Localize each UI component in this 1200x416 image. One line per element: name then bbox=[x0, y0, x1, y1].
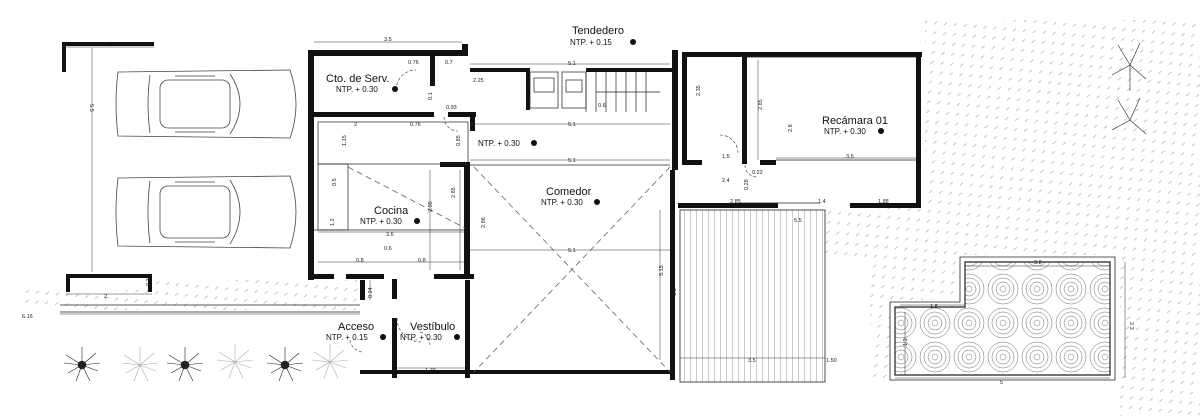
svg-text:5: 5 bbox=[1000, 380, 1003, 386]
svg-text:0.85: 0.85 bbox=[456, 135, 462, 146]
room-label-tendedero: Tendedero bbox=[572, 25, 624, 37]
svg-text:2.4: 2.4 bbox=[722, 178, 730, 184]
level-vestibulo: NTP. + 0.30 bbox=[400, 333, 442, 342]
room-label-recamara: Recámara 01 bbox=[822, 115, 888, 127]
level-marker-icon bbox=[630, 39, 636, 45]
level-cto-serv: NTP. + 0.30 bbox=[336, 85, 378, 94]
shrubs bbox=[63, 42, 1147, 382]
svg-text:3.6: 3.6 bbox=[386, 232, 394, 238]
svg-text:2: 2 bbox=[354, 122, 357, 128]
level-tendedero: NTP. + 0.15 bbox=[570, 38, 612, 47]
level-acceso: NTP. + 0.15 bbox=[326, 333, 368, 342]
svg-text:0.8: 0.8 bbox=[418, 258, 426, 264]
dimension-labels: 2 2 5.5 0.3 6.16 3.5 0.76 0.7 5.1 2.25 0… bbox=[22, 37, 1134, 386]
svg-text:2.35: 2.35 bbox=[696, 85, 702, 96]
level-marker-icon bbox=[878, 128, 884, 134]
room-label-vestibulo: Vestíbulo bbox=[410, 321, 455, 333]
svg-text:1.88: 1.88 bbox=[878, 199, 889, 205]
svg-text:2: 2 bbox=[104, 42, 107, 48]
svg-text:0.6: 0.6 bbox=[384, 246, 392, 252]
svg-text:0.93: 0.93 bbox=[446, 105, 457, 111]
svg-text:3.5: 3.5 bbox=[846, 154, 854, 160]
level-comedor: NTP. + 0.30 bbox=[541, 198, 583, 207]
svg-text:1.1: 1.1 bbox=[672, 288, 678, 296]
svg-text:1.8: 1.8 bbox=[930, 304, 938, 310]
svg-text:0.6: 0.6 bbox=[598, 103, 606, 109]
svg-text:2.85: 2.85 bbox=[730, 199, 741, 205]
svg-text:0.22: 0.22 bbox=[752, 170, 763, 176]
svg-text:1.5: 1.5 bbox=[722, 154, 730, 160]
svg-text:5.5: 5.5 bbox=[88, 104, 94, 112]
level-marker-icon bbox=[454, 334, 460, 340]
car-top bbox=[115, 69, 297, 139]
svg-text:2.90: 2.90 bbox=[428, 201, 434, 212]
door-swings bbox=[349, 69, 758, 353]
wood-deck bbox=[679, 209, 826, 383]
svg-text:0.8: 0.8 bbox=[356, 258, 364, 264]
svg-text:0.5: 0.5 bbox=[332, 178, 338, 186]
level-recamara: NTP. + 0.30 bbox=[824, 127, 866, 136]
dimension-lines bbox=[60, 41, 1126, 379]
svg-text:1.4: 1.4 bbox=[818, 199, 826, 205]
fixtures bbox=[60, 56, 916, 313]
svg-text:0.3: 0.3 bbox=[146, 278, 152, 286]
level-marker-icon bbox=[392, 86, 398, 92]
svg-text:3.5: 3.5 bbox=[384, 37, 392, 43]
level-marker-icon bbox=[380, 334, 386, 340]
svg-text:0.76: 0.76 bbox=[410, 122, 421, 128]
double-height-void bbox=[347, 166, 671, 373]
svg-text:5.1: 5.1 bbox=[568, 158, 576, 164]
garden-planter bbox=[889, 256, 1116, 381]
svg-text:5.15: 5.15 bbox=[659, 265, 665, 276]
svg-text:1.50: 1.50 bbox=[826, 358, 837, 364]
svg-text:0.28: 0.28 bbox=[744, 179, 750, 190]
svg-text:2.8: 2.8 bbox=[788, 124, 794, 132]
room-label-cocina: Cocina bbox=[374, 205, 409, 217]
level-marker-icon bbox=[414, 218, 420, 224]
level-marker-icon bbox=[594, 199, 600, 205]
svg-text:1.3: 1.3 bbox=[903, 338, 909, 346]
room-label-comedor: Comedor bbox=[546, 186, 592, 198]
svg-text:3.2: 3.2 bbox=[1034, 260, 1042, 266]
svg-text:1.15: 1.15 bbox=[342, 135, 348, 146]
svg-text:0.24: 0.24 bbox=[368, 287, 374, 298]
svg-text:5.5: 5.5 bbox=[794, 218, 802, 224]
svg-text:2.85: 2.85 bbox=[758, 99, 764, 110]
room-label-cto-serv: Cto. de Serv. bbox=[326, 73, 389, 85]
svg-text:1.2: 1.2 bbox=[330, 218, 336, 226]
svg-text:0.76: 0.76 bbox=[408, 60, 419, 66]
level-pasillo: NTP. + 0.30 bbox=[478, 139, 520, 148]
svg-text:2.86: 2.86 bbox=[481, 217, 487, 228]
svg-text:2: 2 bbox=[104, 294, 107, 300]
svg-text:5.1: 5.1 bbox=[568, 248, 576, 254]
svg-text:0.1: 0.1 bbox=[428, 92, 434, 100]
svg-text:2.3: 2.3 bbox=[1128, 322, 1134, 330]
room-label-acceso: Acceso bbox=[338, 321, 374, 333]
svg-text:2.85: 2.85 bbox=[451, 187, 457, 198]
svg-text:6.16: 6.16 bbox=[22, 314, 33, 320]
level-cocina: NTP. + 0.30 bbox=[360, 217, 402, 226]
svg-text:0.7: 0.7 bbox=[445, 60, 453, 66]
svg-text:3.5: 3.5 bbox=[748, 358, 756, 364]
svg-text:5.1: 5.1 bbox=[568, 122, 576, 128]
svg-text:5.1: 5.1 bbox=[568, 61, 576, 67]
svg-text:1.79: 1.79 bbox=[425, 368, 436, 374]
level-marker-icon bbox=[531, 140, 537, 146]
car-bottom bbox=[115, 175, 297, 249]
svg-text:2.25: 2.25 bbox=[473, 78, 484, 84]
